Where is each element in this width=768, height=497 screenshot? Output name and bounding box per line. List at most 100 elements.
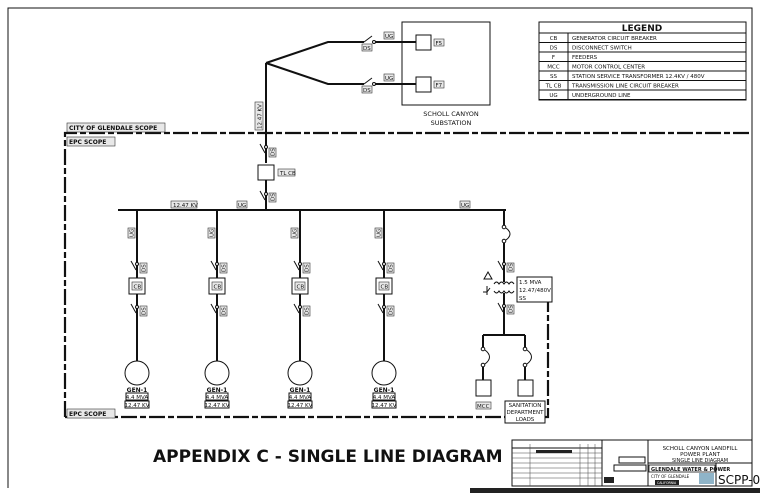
bus-ug-label: UG — [238, 203, 246, 209]
cb-label: CB — [214, 285, 222, 291]
generator-icon — [287, 360, 313, 386]
scope-boundary — [63, 131, 752, 417]
epc-scope-boundary-bottom — [65, 300, 550, 419]
delta-icon — [483, 270, 493, 280]
cb-label: CB — [297, 285, 305, 291]
epc-scope-label-top: EPC SCOPE — [69, 139, 106, 146]
project-name-line3: SINGLE LINE DIAGRAM — [672, 458, 728, 464]
generator-voltage: 12.47 KV — [125, 403, 150, 409]
ug-label: UG — [377, 229, 383, 237]
disconnect-switch-icon — [210, 260, 217, 271]
transformer-icon — [493, 281, 515, 285]
ss-code: SS — [519, 296, 526, 302]
bus-ug-label-right: UG — [461, 203, 469, 209]
legend-code: TL CB — [545, 84, 562, 90]
generator-voltage: 12.47 KV — [205, 403, 230, 409]
legend-description: GENERATOR CIRCUIT BREAKER — [572, 36, 657, 42]
legend-code: F — [552, 55, 555, 61]
disconnect-switch-icon — [377, 260, 384, 271]
ug-label: UG — [293, 229, 299, 237]
substation-box — [401, 21, 491, 106]
ug-label: UG — [210, 229, 216, 237]
incoming-lines: DS DS UG UG 12.47 KV — [254, 31, 416, 142]
generator-name: GEN-1 — [207, 387, 228, 394]
ss-rating: 1.5 MVA — [519, 280, 542, 286]
generator-rating: 4.4 MVA — [206, 395, 229, 401]
fuse-icon — [505, 227, 511, 241]
legend-description: FEEDERS — [572, 55, 598, 61]
project-name-line2: POWER PLANT — [680, 452, 721, 458]
generator-name: GEN-1 — [374, 387, 395, 394]
ds-label: DS — [222, 307, 228, 315]
city-name: CITY OF GLENDALE — [651, 474, 690, 479]
sanitation-label-2: DEPARTMENT — [507, 410, 545, 416]
sanitation-label-3: LOADS — [516, 417, 535, 423]
disconnect-switch-icon — [130, 303, 137, 314]
disconnect-switch-icon — [293, 260, 300, 271]
sanitation-loads-box — [517, 379, 534, 397]
bus-voltage-label: 12.47 KV — [173, 203, 198, 209]
feeder-f7-box — [415, 76, 432, 93]
feeder-f5-label: F5 — [436, 41, 443, 47]
ds-label-ss-lower: DS — [509, 305, 515, 313]
legend: LEGEND CB GENERATOR CIRCUIT BREAKER DS DISC… — [538, 21, 747, 101]
company-name: GLENDALE WATER & POWER — [651, 467, 730, 473]
disconnect-switch-icon — [293, 303, 300, 314]
generator-icon — [124, 360, 150, 386]
substation-name-line2: SUBSTATION — [431, 119, 472, 127]
ug-label: UG — [130, 229, 136, 237]
cb-label: CB — [381, 285, 389, 291]
legend-code: CB — [550, 36, 558, 42]
ds-label: DS — [305, 307, 311, 315]
disconnect-switch-icon — [210, 303, 217, 314]
legend-description: STATION SERVICE TRANSFORMER 12.4KV / 480… — [572, 74, 705, 80]
mcc-box — [475, 379, 492, 397]
ds-label: DS — [222, 264, 228, 272]
generator-rating: 4.4 MVA — [126, 395, 149, 401]
generator-branch: UG DS DS CB GEN-14.4 MVA 12.47 KV — [371, 210, 397, 409]
ds-label: DS — [142, 307, 148, 315]
generator-voltage: 12.47 KV — [372, 403, 397, 409]
legend-code: SS — [550, 74, 557, 80]
generator-rating: 4.4 MVA — [373, 395, 396, 401]
legend-code: DS — [550, 46, 558, 52]
generator-voltage: 12.47 KV — [288, 403, 313, 409]
ds-label: DS — [305, 264, 311, 272]
generator-rating: 4.4 MVA — [289, 395, 312, 401]
epc-scope-label-bottom: EPC SCOPE — [69, 411, 106, 418]
ds-label-tl-lower: DS — [271, 193, 277, 201]
sheet-border — [7, 7, 753, 488]
ds-label-f5: DS — [363, 46, 371, 52]
generator-branch: UG DS DS CB GEN-14.4 MVA 12.47 KV — [287, 210, 313, 409]
ds-label: DS — [389, 307, 395, 315]
generator-branch: UG DS DS CB GEN-14.4 MVA 12.47 KV — [204, 210, 230, 409]
ug-label-f7: UG — [385, 76, 393, 82]
legend-description: TRANSMISSION LINE CIRCUIT BREAKER — [571, 84, 679, 90]
ds-label-tl-upper: DS — [271, 148, 277, 156]
cb-label: CB — [134, 285, 142, 291]
ds-label: DS — [142, 264, 148, 272]
incoming-line-voltage: 12.47 KV — [258, 104, 264, 129]
legend-title: LEGEND — [622, 24, 662, 34]
legend-description: MOTOR CONTROL CENTER — [572, 65, 645, 71]
ds-label: DS — [389, 264, 395, 272]
page-title: APPENDIX C - SINGLE LINE DIAGRAM — [153, 447, 503, 467]
tl-cb-label: TL CB — [279, 171, 296, 177]
generator-name: GEN-1 — [290, 387, 311, 394]
ds-label-f7: DS — [363, 88, 371, 94]
ds-label-ss-upper: DS — [509, 263, 515, 271]
feeder-f5-box — [415, 34, 432, 51]
legend-description: UNDERGROUND LINE — [572, 93, 631, 99]
tl-cb-box — [257, 164, 275, 181]
legend-code: MCC — [547, 65, 560, 71]
utility-logo — [699, 473, 714, 484]
wye-ground-icon — [483, 286, 491, 295]
ss-voltage: 12.47/480V — [519, 288, 551, 294]
substation-name-line1: SCHOLL CANYON — [423, 110, 479, 118]
legend-description: DISCONNECT SWITCH — [572, 46, 632, 52]
generator-icon — [204, 360, 230, 386]
mcc-label: MCC — [477, 404, 490, 410]
generator-name: GEN-1 — [127, 387, 148, 394]
